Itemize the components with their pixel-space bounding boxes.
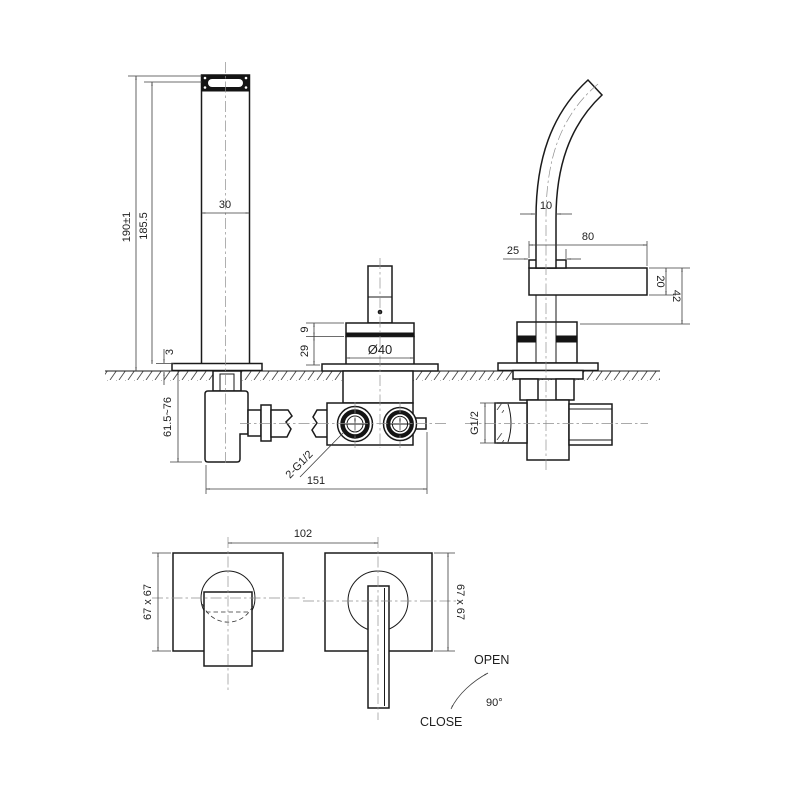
escutcheon-lip <box>512 369 584 380</box>
inlet-fitting-hatch <box>495 403 505 413</box>
dim-label-arm-drop: 42 <box>670 290 682 302</box>
curved-spout-centerline <box>545 83 599 470</box>
dim-label-arm-length: 80 <box>582 231 594 243</box>
spout-arm <box>528 267 648 296</box>
sleeve-band-right <box>555 335 578 343</box>
dimension-center-distance: 102 <box>227 528 379 544</box>
curved-spout-escutcheon <box>497 362 599 372</box>
dimensions-middle-view: 9 29 Ø40 <box>299 322 415 366</box>
dim-label-body-height: 29 <box>299 345 311 357</box>
handle-lever-front <box>367 585 390 709</box>
dimensions-right-view: 10 25 80 20 42 G1/2 <box>469 200 690 444</box>
outlet-flange <box>260 404 272 442</box>
outlet-cylinder <box>568 403 613 446</box>
inlet-valve-body <box>526 399 570 461</box>
front-view-spout-plate: 67 x 67 <box>142 537 305 690</box>
dim-label-diameter: Ø40 <box>368 342 393 357</box>
outlet-stub <box>247 409 262 437</box>
dim-label-arm-offset: 25 <box>507 245 519 257</box>
inlet-fitting-hatch <box>495 433 505 443</box>
front-view-handle-plate: 67 x 67 <box>303 537 466 720</box>
dim-label-arm-height: 20 <box>654 275 666 287</box>
open-label: OPEN <box>474 653 509 667</box>
close-label: CLOSE <box>420 715 462 729</box>
dim-label-inlet-thread: G1/2 <box>469 411 481 435</box>
valve-upper-body <box>342 370 414 404</box>
dim-label-spout-width: 30 <box>219 199 231 211</box>
dim-label-spout-plate-size: 67 x 67 <box>142 584 154 620</box>
dim-label-center-distance: 102 <box>294 528 312 540</box>
center-lines <box>225 62 648 470</box>
dim-label-height-total: 190±1 <box>121 212 133 243</box>
curved-tube <box>535 78 604 269</box>
mount-block-left <box>519 378 539 401</box>
inlet-fitting-curve <box>507 403 512 443</box>
handle-rotation-note: OPEN 90° CLOSE <box>420 653 509 729</box>
angle-label: 90° <box>486 697 503 709</box>
dim-label-handle-plate-size: 67 x 67 <box>454 584 466 620</box>
dim-label-valve-span: 151 <box>307 475 325 487</box>
dim-label-height-to-plate: 185.5 <box>138 212 150 240</box>
aerator-corner-dot <box>203 86 207 89</box>
thread-leader-line <box>299 431 345 478</box>
handle-stem <box>367 265 393 324</box>
dim-label-embed-depth: 61.5~76 <box>162 397 174 437</box>
aerator-corner-dot <box>203 76 207 80</box>
aerator-corner-dot <box>244 86 248 89</box>
aerator-corner-dot <box>244 76 248 80</box>
wall-spout-side-view <box>171 74 330 463</box>
dim-label-plate-thickness: 3 <box>164 349 176 355</box>
spout-valve-body <box>204 390 249 463</box>
curved-spout-side-view <box>494 78 648 461</box>
dim-label-cap-height: 9 <box>299 326 311 332</box>
dim-label-tube-width: 10 <box>540 200 552 212</box>
spout-escutcheon-plate <box>171 362 263 372</box>
sleeve-band-left <box>516 335 537 343</box>
mount-block-right <box>555 378 575 401</box>
rotation-arrow <box>450 672 489 710</box>
